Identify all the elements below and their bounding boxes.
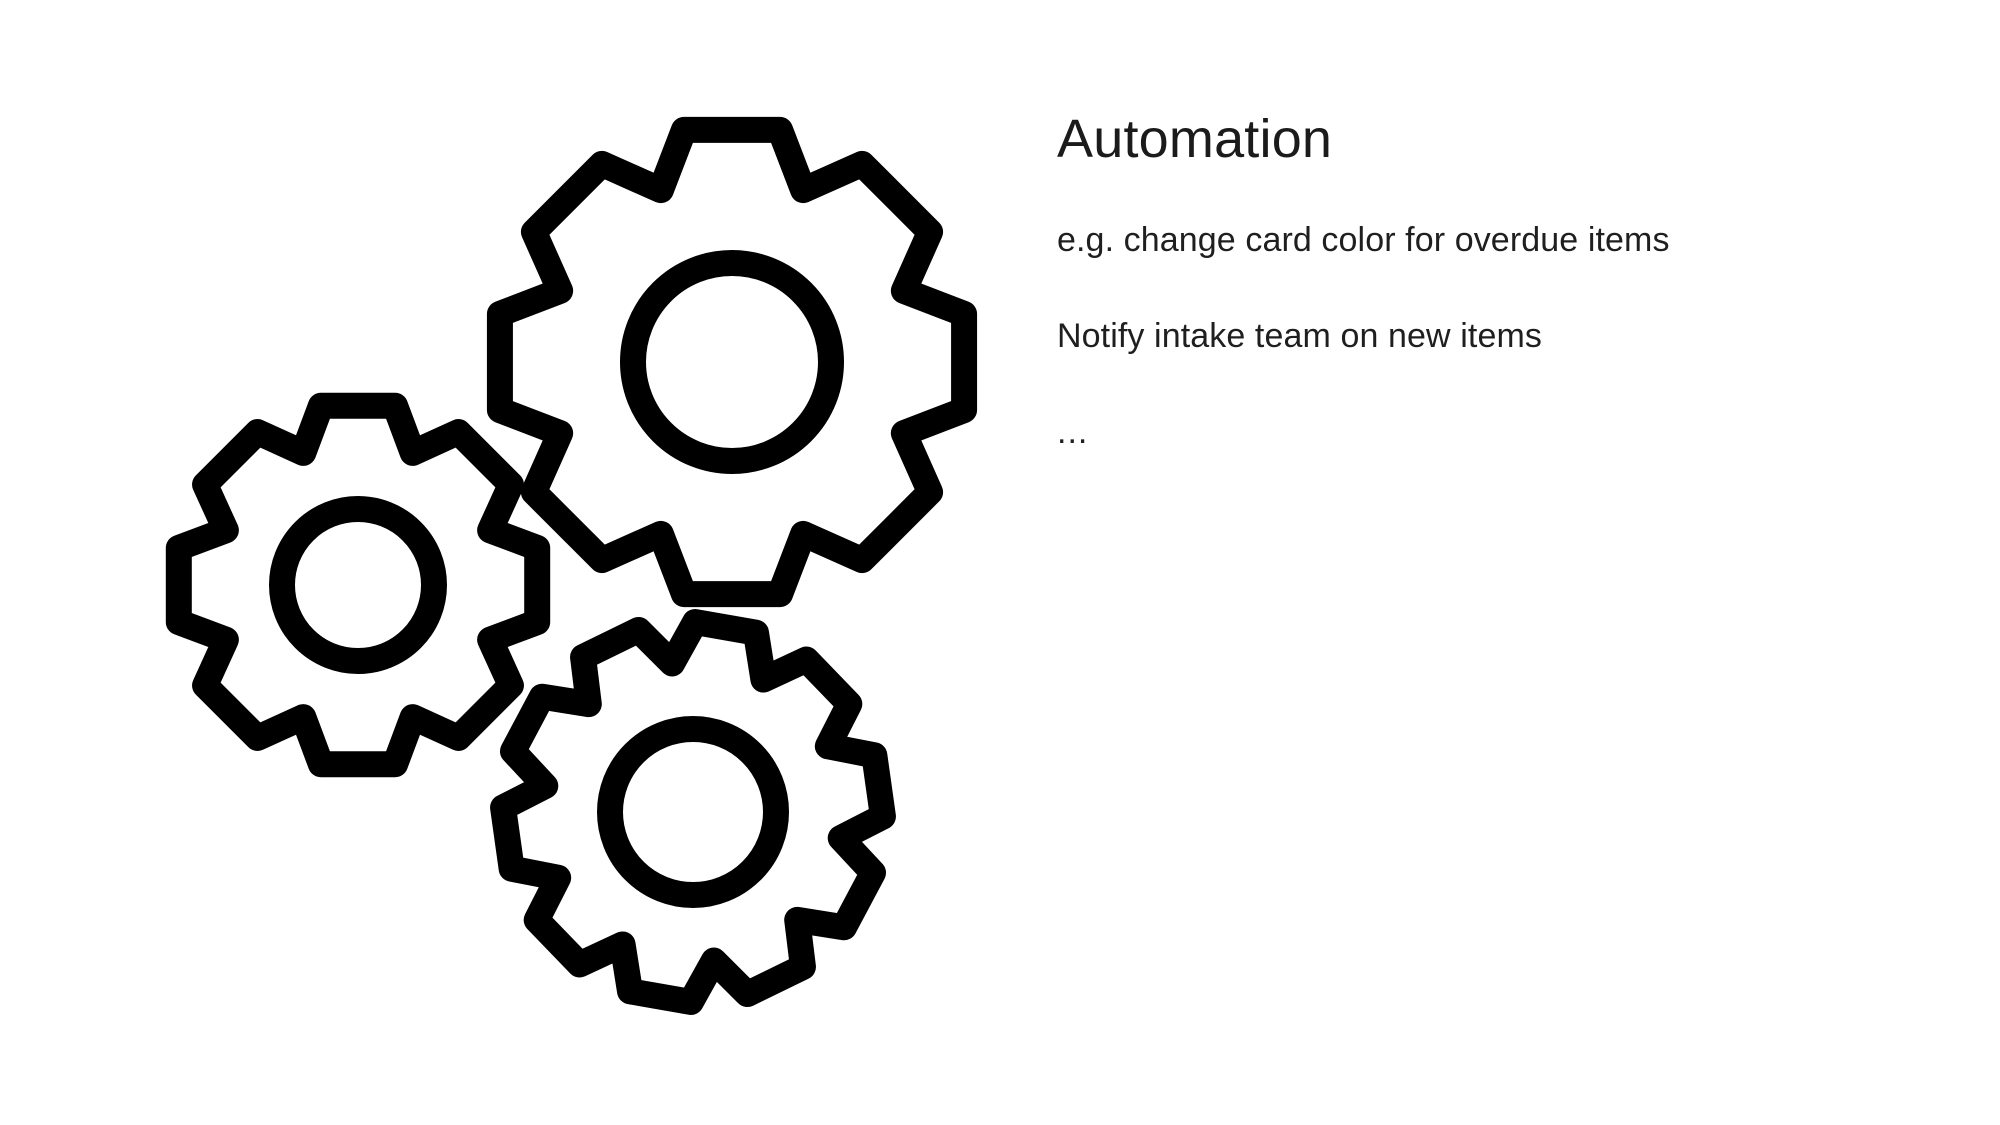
gears-svg [165,116,978,1015]
bottom-gear-rim [490,609,896,1015]
small-left-gear-hub [269,496,447,674]
bottom-gear [490,609,896,1015]
bottom-gear-hub [597,716,789,908]
body-line-example: e.g. change card color for overdue items [1057,221,1670,260]
large-gear-hub [620,250,844,474]
three-gears-illustration [120,90,1020,1040]
page-title: Automation [1057,109,1333,169]
body-line-ellipsis: ... [1057,412,1089,451]
small-left-gear-rim [165,392,551,778]
large-gear [486,116,978,608]
gear-shapes [165,116,978,1015]
text-column: Automation e.g. change card color for ov… [1057,110,1877,453]
large-gear-rim [486,116,978,608]
body-line-notify: Notify intake team on new items [1057,317,1542,356]
small-left-gear [165,392,551,778]
